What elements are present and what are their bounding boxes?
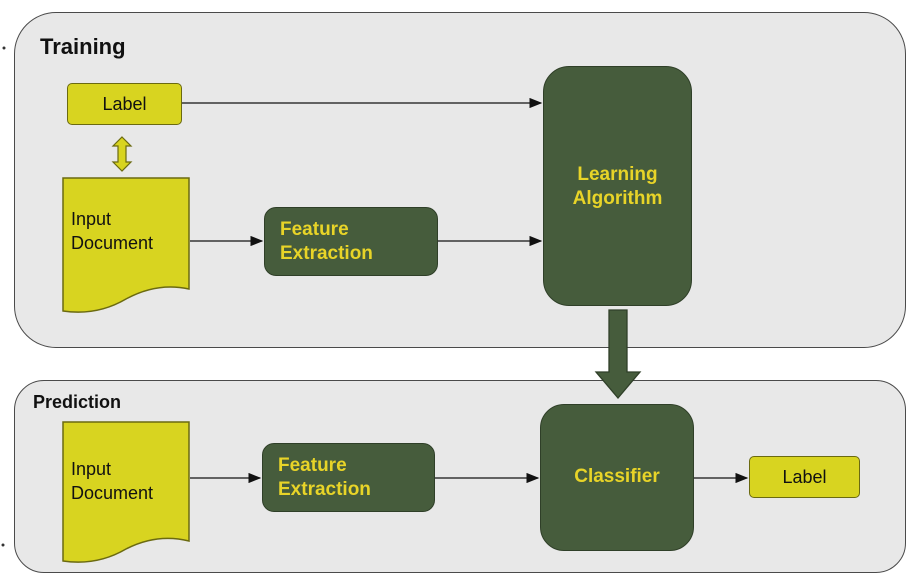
prediction-label-text: Label (782, 466, 827, 487)
prediction-feature-line1: Feature (278, 455, 347, 476)
training-feature-line1: Feature (280, 219, 349, 240)
classifier-box: Classifier (540, 404, 694, 551)
prediction-feature-extraction: Feature Extraction (262, 443, 435, 512)
training-document-line1: Input (71, 209, 112, 229)
prediction-feature-line2: Extraction (278, 479, 371, 500)
training-title: Training (40, 34, 126, 59)
training-label-text: Label (102, 93, 147, 114)
training-label-box: Label (67, 83, 182, 125)
prediction-document-line2: Document (71, 483, 154, 503)
classifier-text: Classifier (574, 466, 660, 487)
prediction-title: Prediction (33, 392, 122, 412)
prediction-document-line1: Input (71, 459, 112, 479)
document-shape-icon (62, 421, 190, 563)
learning-algorithm-box: Learning Algorithm (543, 66, 692, 306)
prediction-label-box: Label (749, 456, 860, 498)
down-arrow-learning-to-classifier (594, 309, 642, 400)
training-feature-extraction: Feature Extraction (264, 207, 438, 276)
learning-line2: Algorithm (572, 188, 663, 209)
learning-line1: Learning (577, 164, 658, 185)
prediction-input-document: Input Document (62, 421, 190, 567)
document-shape-icon (62, 177, 190, 313)
training-feature-line2: Extraction (280, 243, 373, 264)
training-document-line2: Document (71, 233, 154, 253)
training-input-document: Input Document (62, 177, 190, 317)
double-arrow-label-document (111, 136, 133, 172)
